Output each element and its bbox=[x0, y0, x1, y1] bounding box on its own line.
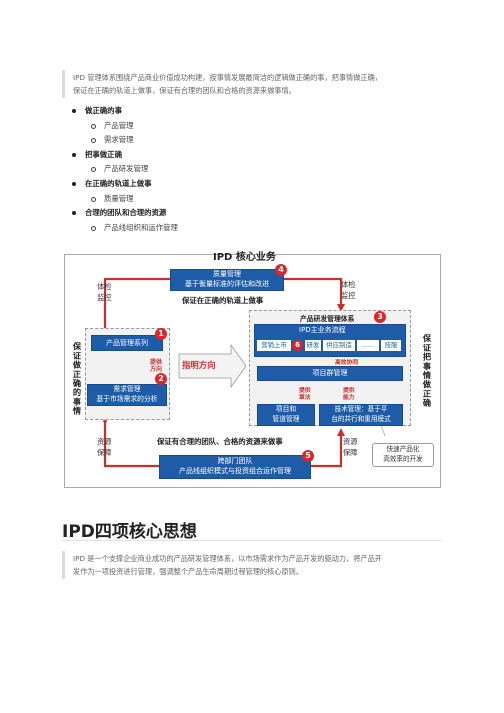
section-heading: IPD四项核心思想 bbox=[62, 522, 197, 542]
intro-quote: IPD 管理体系围绕产品商业价值成功构建，按事情发展最简洁的逻辑做正确的事，把事… bbox=[62, 70, 451, 98]
list-item: 合理的团队和合理的资源 bbox=[70, 206, 178, 221]
provide-method-1: 提供 bbox=[299, 388, 311, 394]
tech-line-1: 技术管理：基于平 bbox=[334, 405, 388, 413]
principle-list: 做正确的事 产品管理 需求管理 把事做正确 产品研发管理 在正确的轨道上做事 质… bbox=[70, 104, 178, 235]
provide-direction-1: 提供 bbox=[150, 359, 163, 366]
list-item: 做正确的事 bbox=[70, 104, 178, 119]
flow-cell-etc: ...... bbox=[357, 340, 379, 351]
proj-line-1: 项目和 bbox=[275, 405, 297, 413]
list-item: 把事做正确 bbox=[70, 148, 178, 163]
ipd-core-diagram: IPD 核心业务 保证做正确的事情 保证把事情做正确 质量管理 基于衡量标准的评… bbox=[63, 244, 441, 489]
heading-divider bbox=[62, 540, 442, 541]
provide-direction: 提供 方向 bbox=[150, 359, 162, 373]
flow-cell-service: 技服 bbox=[381, 340, 401, 351]
provide-direction-2: 方向 bbox=[150, 366, 163, 373]
check-left-1: 体检 bbox=[97, 282, 112, 291]
demand-line-2: 基于市场需求的分析 bbox=[96, 394, 158, 403]
demand-line-1: 需求管理 bbox=[113, 385, 141, 393]
check-monitor-right: 体检 监控 bbox=[341, 279, 356, 301]
resource-left-2: 保障 bbox=[97, 448, 112, 457]
provide-capability-2: 能力 bbox=[343, 395, 355, 401]
quality-line-2: 基于衡量标准的评估和改进 bbox=[185, 279, 269, 288]
quality-line-1: 质量管理 bbox=[213, 270, 241, 278]
diagram-title: IPD 核心业务 bbox=[213, 252, 276, 263]
diagram-frame bbox=[64, 254, 441, 488]
badge-1: 1 bbox=[155, 328, 167, 340]
efficient-collab: 高效协同 bbox=[335, 360, 359, 366]
track-text: 保证在正确的轨道上做事 bbox=[182, 296, 264, 305]
tech-line-2: 台的并行和重用模式 bbox=[331, 414, 391, 423]
flow-cell-rd: 研发 bbox=[305, 340, 321, 351]
quality-management-box: 质量管理 基于衡量标准的评估和改进 bbox=[170, 269, 284, 291]
fast-product-1: 快速产品化 bbox=[386, 445, 420, 453]
resource-right-2: 保障 bbox=[343, 448, 358, 457]
cross-team-box: 跨部门团队 产品线组织模式与投资组合运作管理 bbox=[159, 455, 311, 479]
section-line-1: IPD 是一个支撑企业商业成功的产品研发管理体系，以市场需求作为产品开发的驱动力… bbox=[73, 554, 382, 563]
right-vertical-label: 保证把事情做正确 bbox=[422, 334, 432, 408]
fast-product-box: 快速产品化 高效率的开发 bbox=[372, 443, 434, 467]
guide-direction-text: 指明方向 bbox=[182, 360, 216, 370]
check-left-2: 监控 bbox=[97, 293, 112, 302]
list-item: 在正确的轨道上做事 bbox=[70, 177, 178, 192]
team-text: 保证有合理的团队、合格的资源来做事 bbox=[157, 437, 283, 446]
fast-product-2: 高效率的开发 bbox=[383, 455, 423, 463]
badge-4: 4 bbox=[275, 264, 287, 276]
flow-cell-marketing: 营销上市 bbox=[257, 340, 291, 351]
check-monitor-left: 体检 监控 bbox=[97, 281, 112, 303]
resource-right-1: 资源 bbox=[343, 437, 358, 446]
resource-left-1: 资源 bbox=[97, 437, 112, 446]
rd-system-title: 产品研发管理体系 bbox=[300, 315, 355, 323]
intro-line-1: IPD 管理体系围绕产品商业价值成功构建，按事情发展最简洁的逻辑做正确的事，把事… bbox=[73, 73, 382, 82]
badge-3: 3 bbox=[374, 311, 386, 323]
demand-management-box: 需求管理 基于市场需求的分析 bbox=[87, 384, 167, 406]
badge-5: 5 bbox=[302, 450, 314, 462]
badge-6: 6 bbox=[292, 340, 303, 351]
resource-right: 资源 保障 bbox=[343, 436, 358, 458]
technology-management-box: 技术管理：基于平 台的并行和重用模式 bbox=[319, 404, 403, 426]
provide-capability: 提供 能力 bbox=[343, 388, 355, 402]
list-subitem: 产品线组织和运作管理 bbox=[70, 221, 178, 236]
left-vertical-label: 保证做正确的事情 bbox=[72, 342, 82, 416]
list-subitem: 质量管理 bbox=[70, 192, 178, 207]
cross-team-line-2: 产品线组织模式与投资组合运作管理 bbox=[179, 467, 291, 475]
section-quote: IPD 是一个支撑企业商业成功的产品研发管理体系，以市场需求作为产品开发的驱动力… bbox=[62, 551, 451, 579]
flow-cell-supply: 供应制造 bbox=[323, 340, 355, 351]
ipd-flow-title: IPD主业务流程 bbox=[299, 326, 346, 334]
resource-left: 资源 保障 bbox=[97, 436, 112, 458]
product-management-box: 产品管理系列 bbox=[91, 335, 163, 351]
list-subitem: 产品研发管理 bbox=[70, 162, 178, 177]
list-subitem: 需求管理 bbox=[70, 133, 178, 148]
section-line-2: 发作为一项投资进行管理，强调整个产品生命周期过程管理的核心原则。 bbox=[73, 567, 304, 576]
cross-team-line-1: 跨部门团队 bbox=[217, 457, 253, 465]
proj-line-2: 管道管理 bbox=[272, 414, 300, 423]
badge-2: 2 bbox=[155, 373, 167, 385]
provide-method: 提供 章法 bbox=[299, 388, 311, 402]
check-right-1: 体检 bbox=[341, 280, 356, 289]
project-group-box: 项目群管理 bbox=[257, 366, 403, 381]
list-subitem: 产品管理 bbox=[70, 119, 178, 134]
provide-capability-1: 提供 bbox=[343, 388, 355, 394]
provide-method-2: 章法 bbox=[299, 395, 311, 401]
check-right-2: 监控 bbox=[341, 291, 356, 300]
project-pipeline-box: 项目和 管道管理 bbox=[257, 404, 315, 426]
intro-line-2: 保证在正确的轨道上做事，保证有合理的团队和合格的资源来做事情。 bbox=[73, 86, 296, 95]
